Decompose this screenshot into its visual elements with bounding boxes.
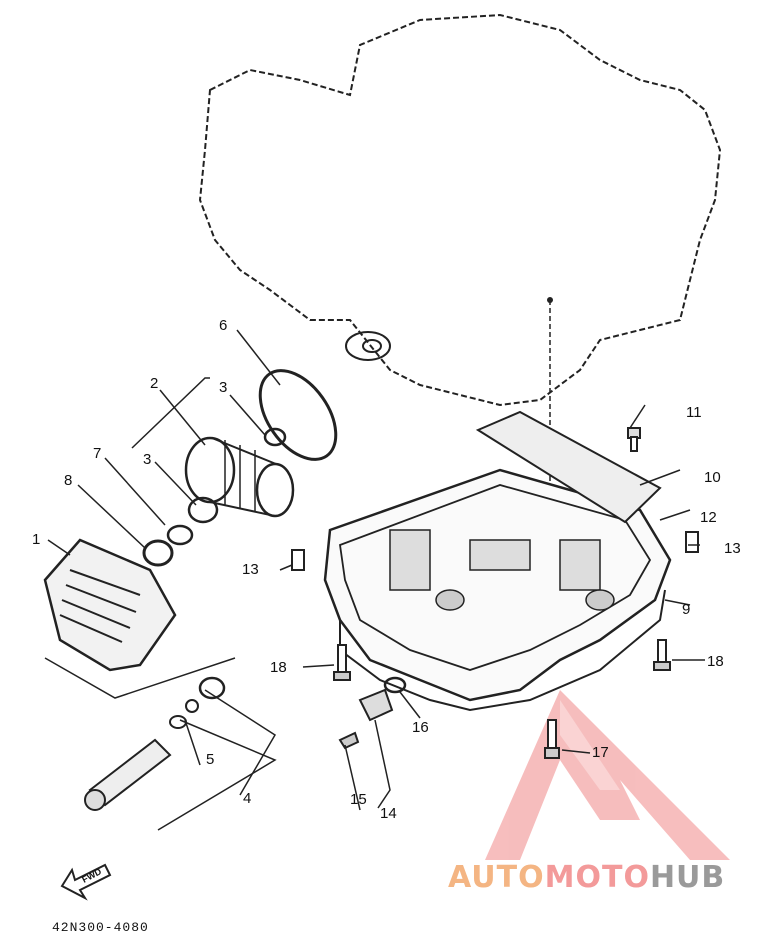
part-label-8: 8 [64, 472, 73, 489]
part-label-17: 17 [592, 744, 609, 761]
part-label-18-left: 18 [270, 659, 287, 676]
watermark-text: AUTOMOTOHUB [448, 860, 725, 895]
part-label-12: 12 [700, 509, 717, 526]
oil-filter-element [184, 436, 295, 518]
o-ring-6 [258, 369, 338, 461]
part-label-3-upper: 3 [219, 379, 228, 396]
part-label-18-right: 18 [707, 653, 724, 670]
oil-filter-cover [43, 538, 177, 672]
fwd-arrow-icon: FWD [60, 863, 112, 901]
baffle-plate [475, 410, 662, 524]
part-label-1: 1 [32, 531, 41, 548]
bolt-18-right [653, 639, 671, 671]
diagram-code: 42N300-4080 [52, 920, 149, 935]
part-label-9: 9 [682, 601, 691, 618]
part-label-15: 15 [350, 791, 367, 808]
bolt-18-left [333, 644, 351, 681]
dowel-13-left [291, 549, 305, 571]
part-label-11: 11 [686, 404, 702, 421]
part-label-10: 10 [704, 469, 721, 486]
watermark-auto: AUTO [448, 860, 545, 895]
screw-15 [338, 731, 360, 750]
part-label-4: 4 [243, 790, 252, 807]
engine-port [345, 331, 391, 361]
relief-valve [84, 738, 172, 811]
watermark-logo-icon [485, 690, 730, 860]
part-label-14: 14 [380, 805, 397, 822]
washer-16 [383, 676, 407, 694]
bolt-11 [627, 427, 641, 452]
oil-pan [323, 468, 672, 702]
part-label-6: 6 [219, 317, 228, 334]
watermark-moto: MOTO [544, 860, 650, 895]
part-label-7: 7 [93, 445, 102, 462]
part-label-13-right: 13 [724, 540, 741, 557]
leader-lines [44, 329, 705, 831]
part-label-5: 5 [206, 751, 215, 768]
bolt-17 [544, 719, 560, 759]
spring-8 [142, 539, 174, 567]
engine-outline [198, 13, 722, 407]
part-label-2: 2 [150, 375, 159, 392]
part-label-16: 16 [412, 719, 429, 736]
part-label-3-lower: 3 [143, 451, 152, 468]
oil-switch-14 [358, 688, 394, 722]
part-label-13-left: 13 [242, 561, 259, 578]
dowel-13-right [685, 531, 699, 553]
watermark-hub: HUB [649, 860, 726, 895]
